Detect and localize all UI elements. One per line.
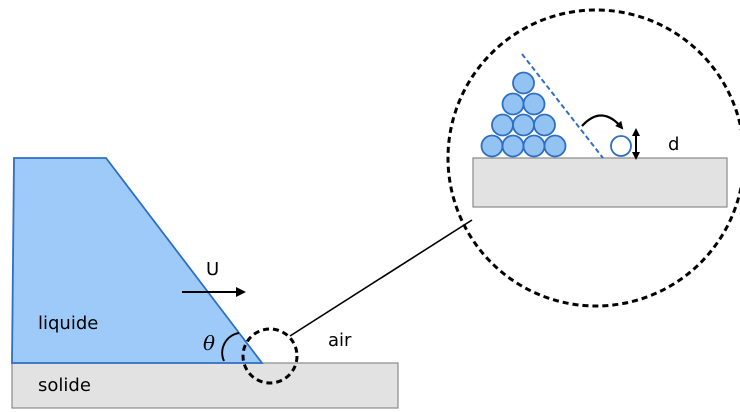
molecule bbox=[512, 71, 535, 95]
contact-line-zoom-marker bbox=[241, 327, 299, 385]
detached-molecule bbox=[610, 135, 632, 157]
molecule bbox=[512, 113, 535, 137]
molecule bbox=[501, 134, 525, 158]
angle-label: θ bbox=[203, 331, 215, 355]
zoom-circle bbox=[446, 8, 740, 308]
molecule-stack bbox=[480, 71, 567, 158]
velocity-label: U bbox=[206, 259, 219, 280]
height-label: d bbox=[668, 134, 679, 155]
liquid-wedge bbox=[11, 157, 264, 364]
zoom-substrate bbox=[472, 157, 728, 208]
molecule bbox=[522, 92, 546, 116]
jump-arrow bbox=[581, 114, 624, 130]
contact-angle-arc bbox=[221, 332, 240, 362]
molecule bbox=[543, 134, 567, 158]
molecule bbox=[491, 113, 514, 137]
molecule bbox=[480, 134, 504, 158]
zoom-interface-line bbox=[521, 53, 604, 159]
molecule bbox=[501, 92, 525, 116]
molecule bbox=[522, 134, 546, 158]
solid-label: solide bbox=[38, 375, 91, 396]
air-label: air bbox=[328, 330, 352, 351]
solid-substrate bbox=[11, 362, 399, 409]
zoom-connector-line bbox=[289, 219, 473, 337]
liquid-label: liquide bbox=[38, 313, 98, 334]
molecule bbox=[533, 113, 556, 137]
